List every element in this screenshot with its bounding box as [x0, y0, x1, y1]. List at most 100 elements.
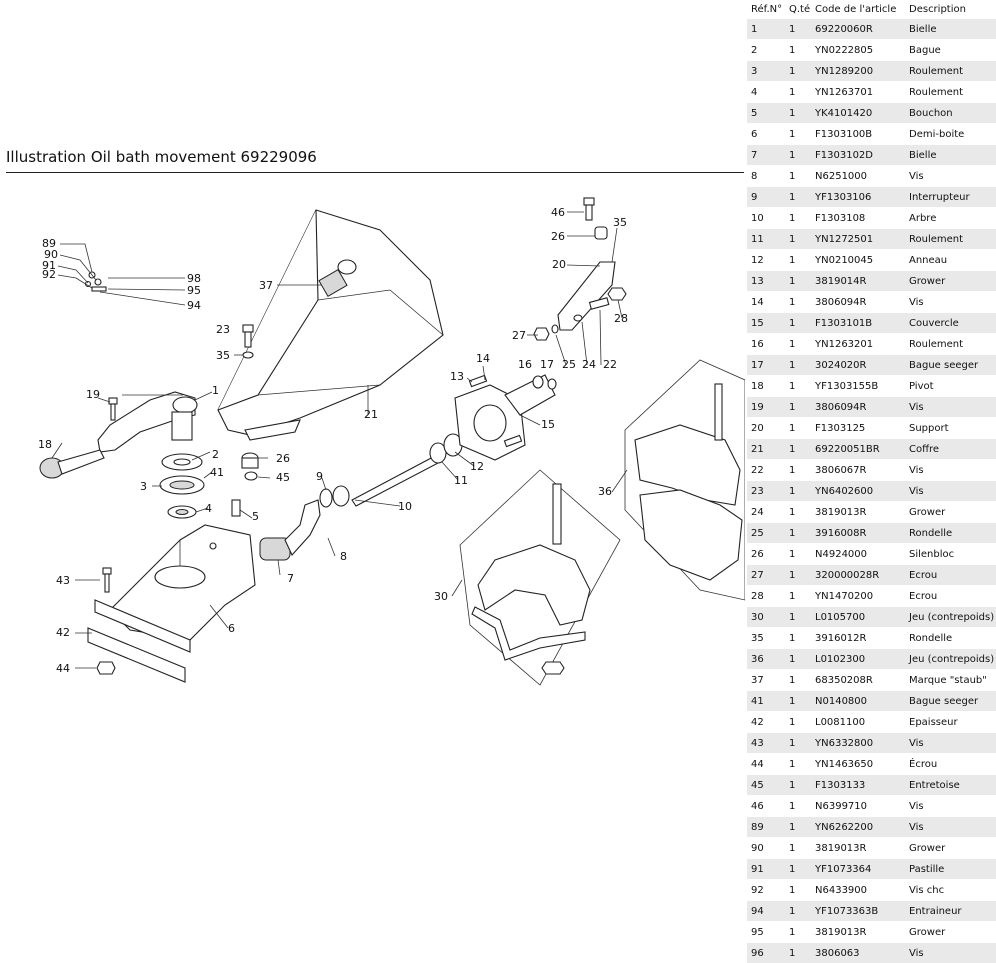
- cell-description: Roulement: [905, 61, 996, 82]
- pivot: [40, 450, 104, 478]
- header-code: Code de l'article: [811, 0, 905, 19]
- cell-ref: 11: [747, 229, 785, 250]
- shaft: [352, 456, 440, 506]
- cell-description: Roulement: [905, 82, 996, 103]
- cell-ref: 13: [747, 271, 785, 292]
- cell-qty: 1: [785, 943, 811, 963]
- cell-code: YK4101420: [811, 103, 905, 124]
- cell-code: F1303102D: [811, 145, 905, 166]
- cell-ref: 45: [747, 775, 785, 796]
- callout-35-lower: 35: [216, 349, 230, 362]
- cell-qty: 1: [785, 103, 811, 124]
- callout-25: 25: [562, 358, 576, 371]
- callout-45: 45: [276, 471, 290, 484]
- cell-qty: 1: [785, 313, 811, 334]
- cell-code: YF1303106: [811, 187, 905, 208]
- parts-table-header: Réf.N° Q.té Code de l'article Descriptio…: [747, 0, 996, 19]
- screw-14: [469, 375, 486, 386]
- cell-description: Vis: [905, 796, 996, 817]
- cell-qty: 1: [785, 796, 811, 817]
- callout-42: 42: [56, 626, 70, 639]
- cell-qty: 1: [785, 250, 811, 271]
- cell-code: YF1073364: [811, 859, 905, 880]
- callout-98: 98: [187, 272, 201, 285]
- cell-code: 3819013R: [811, 838, 905, 859]
- cell-description: Support: [905, 418, 996, 439]
- callout-26-upper: 26: [551, 230, 565, 243]
- cell-description: Grower: [905, 502, 996, 523]
- callout-18: 18: [38, 438, 52, 451]
- cell-ref: 24: [747, 502, 785, 523]
- cell-description: Coffre: [905, 439, 996, 460]
- cell-qty: 1: [785, 523, 811, 544]
- header-ref: Réf.N°: [747, 0, 785, 19]
- cell-qty: 1: [785, 838, 811, 859]
- cell-ref: 26: [747, 544, 785, 565]
- cell-qty: 1: [785, 733, 811, 754]
- callout-94: 94: [187, 299, 201, 312]
- cell-ref: 92: [747, 880, 785, 901]
- cell-ref: 6: [747, 124, 785, 145]
- callout-5: 5: [252, 510, 259, 523]
- cell-code: L0105700: [811, 607, 905, 628]
- cell-code: 69220060R: [811, 19, 905, 40]
- cell-description: Vis: [905, 817, 996, 838]
- cell-description: Bouchon: [905, 103, 996, 124]
- callout-8: 8: [340, 550, 347, 563]
- callout-28: 28: [614, 312, 628, 325]
- callout-4: 4: [205, 502, 212, 515]
- cell-ref: 15: [747, 313, 785, 334]
- cell-ref: 18: [747, 376, 785, 397]
- callout-6: 6: [228, 622, 235, 635]
- callout-22: 22: [603, 358, 617, 371]
- cell-code: YN1272501: [811, 229, 905, 250]
- cell-description: Marque "staub": [905, 670, 996, 691]
- cell-qty: 1: [785, 82, 811, 103]
- cell-code: YN1470200: [811, 586, 905, 607]
- cell-qty: 1: [785, 670, 811, 691]
- circlip-17: [548, 379, 556, 389]
- exploded-parts-diagram: 1 2 3 4 5 6 7 8 9 10 11 12 13 14 15 16 1…: [0, 180, 745, 720]
- cell-ref: 36: [747, 649, 785, 670]
- callout-21: 21: [364, 408, 378, 421]
- cell-description: Bielle: [905, 145, 996, 166]
- cell-ref: 42: [747, 712, 785, 733]
- callout-19: 19: [86, 388, 100, 401]
- cell-qty: 1: [785, 271, 811, 292]
- cell-ref: 43: [747, 733, 785, 754]
- callout-9: 9: [316, 470, 323, 483]
- cell-ref: 10: [747, 208, 785, 229]
- cell-description: Bielle: [905, 19, 996, 40]
- cell-code: 320000028R: [811, 565, 905, 586]
- cell-qty: 1: [785, 754, 811, 775]
- cell-description: Grower: [905, 922, 996, 943]
- cell-description: Arbre: [905, 208, 996, 229]
- cell-ref: 9: [747, 187, 785, 208]
- cell-ref: 5: [747, 103, 785, 124]
- cell-code: F1303100B: [811, 124, 905, 145]
- callout-92: 92: [42, 268, 56, 281]
- cell-qty: 1: [785, 481, 811, 502]
- cell-code: YN1463650: [811, 754, 905, 775]
- cell-description: Roulement: [905, 334, 996, 355]
- bearing-16: [533, 376, 543, 388]
- cell-description: Vis: [905, 481, 996, 502]
- callout-20: 20: [552, 258, 566, 271]
- cell-description: Écrou: [905, 754, 996, 775]
- cell-code: YN6332800: [811, 733, 905, 754]
- cell-description: Vis: [905, 460, 996, 481]
- cell-description: Grower: [905, 838, 996, 859]
- callout-12: 12: [470, 460, 484, 473]
- cell-qty: 1: [785, 859, 811, 880]
- cell-code: F1303125: [811, 418, 905, 439]
- cell-ref: 28: [747, 586, 785, 607]
